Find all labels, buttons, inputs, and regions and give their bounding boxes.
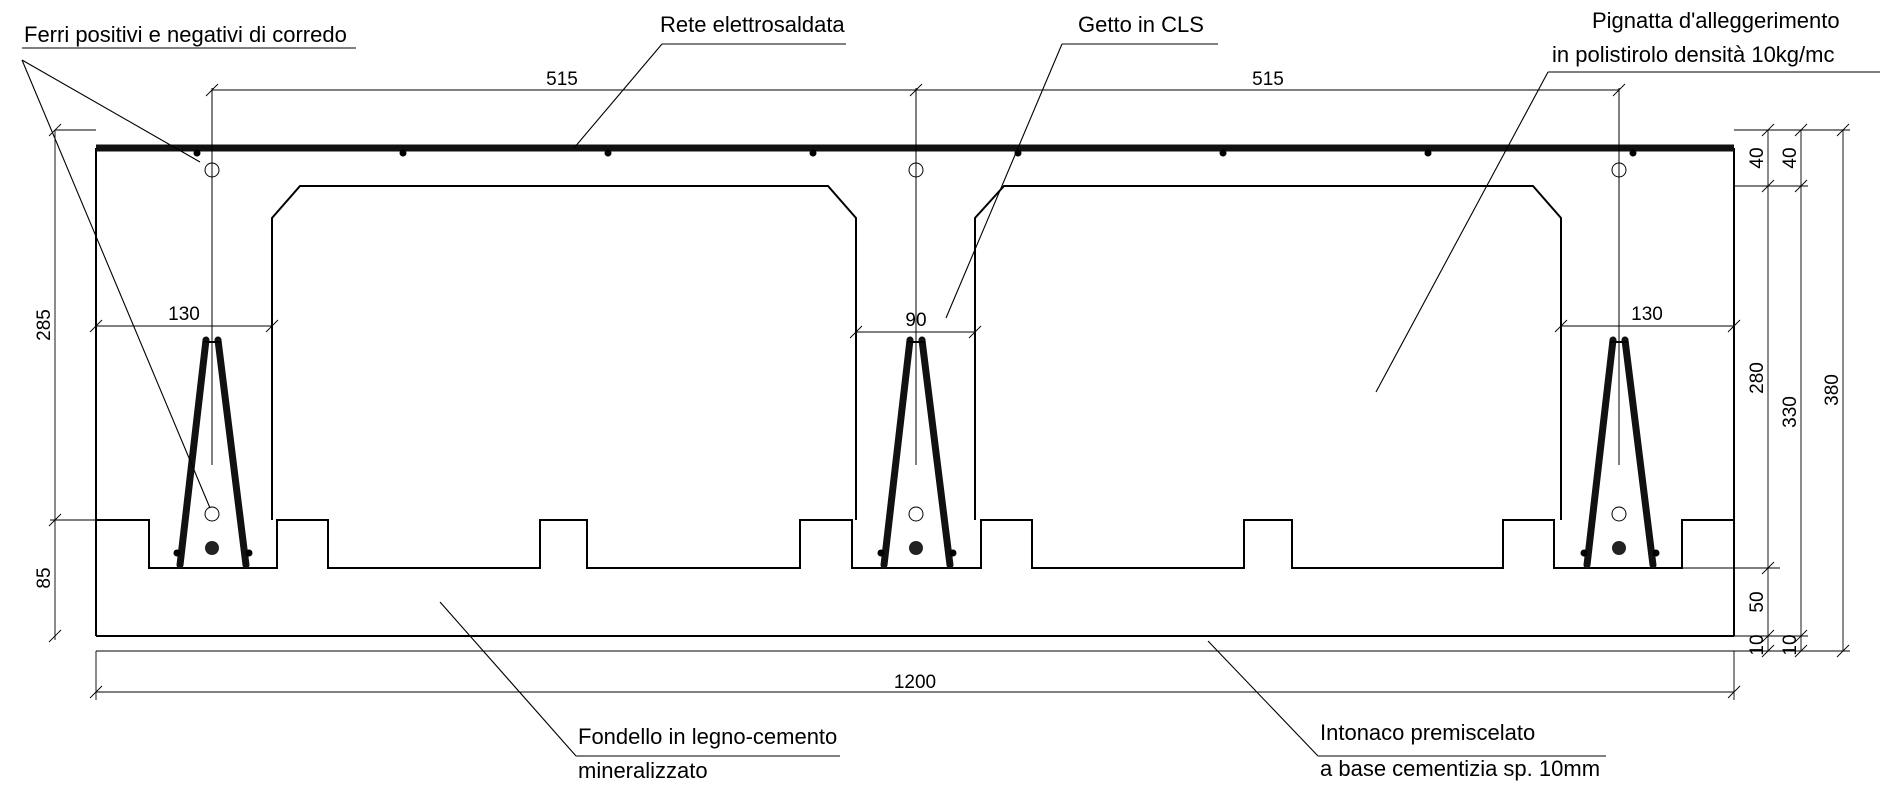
label-pignatta-line1: Pignatta d'alleggerimento bbox=[1592, 8, 1840, 33]
dimension-lines bbox=[48, 83, 1850, 700]
dim-right-bot-a: 10 bbox=[1747, 634, 1768, 655]
lattice-girder-left bbox=[173, 336, 253, 569]
pignatta-left-outline bbox=[271, 185, 857, 520]
dim-right-mid-b: 330 bbox=[1780, 396, 1801, 428]
dim-right-top-a: 40 bbox=[1747, 147, 1768, 168]
dim-rib-left: 130 bbox=[168, 304, 200, 325]
label-fondello-line1: Fondello in legno-cemento bbox=[578, 724, 837, 749]
dim-span-right: 515 bbox=[1252, 69, 1284, 90]
dim-right-total: 380 bbox=[1822, 374, 1843, 406]
lattice-girder-center bbox=[877, 336, 957, 569]
slab-outline bbox=[95, 147, 1735, 652]
fondello-profile bbox=[96, 519, 1734, 569]
label-fondello-line2: mineralizzato bbox=[578, 758, 708, 783]
dim-rib-center: 90 bbox=[905, 310, 926, 331]
leader-lines bbox=[21, 43, 1880, 757]
label-intonaco-line1: Intonaco premiscelato bbox=[1320, 720, 1535, 745]
mesh-bars bbox=[193, 149, 1637, 157]
label-pignatta-line2: in polistirolo densità 10kg/mc bbox=[1552, 42, 1834, 67]
label-rete: Rete elettrosaldata bbox=[660, 12, 845, 37]
dim-right-top-b: 40 bbox=[1780, 147, 1801, 168]
label-getto: Getto in CLS bbox=[1078, 12, 1204, 37]
dim-right-low: 50 bbox=[1747, 591, 1768, 612]
pignatta-right-outline bbox=[974, 185, 1562, 520]
dim-total-width: 1200 bbox=[894, 672, 936, 693]
dim-left-upper: 285 bbox=[34, 309, 55, 341]
dim-span-left: 515 bbox=[546, 69, 578, 90]
label-ferri: Ferri positivi e negativi di corredo bbox=[24, 22, 347, 47]
dim-right-mid-a: 280 bbox=[1747, 362, 1768, 394]
dim-rib-right: 130 bbox=[1631, 304, 1663, 325]
dim-right-bot-b: 10 bbox=[1780, 634, 1801, 655]
lattice-girder-right bbox=[1580, 336, 1660, 569]
dim-left-lower: 85 bbox=[34, 567, 55, 588]
label-intonaco-line2: a base cementizia sp. 10mm bbox=[1320, 756, 1600, 781]
